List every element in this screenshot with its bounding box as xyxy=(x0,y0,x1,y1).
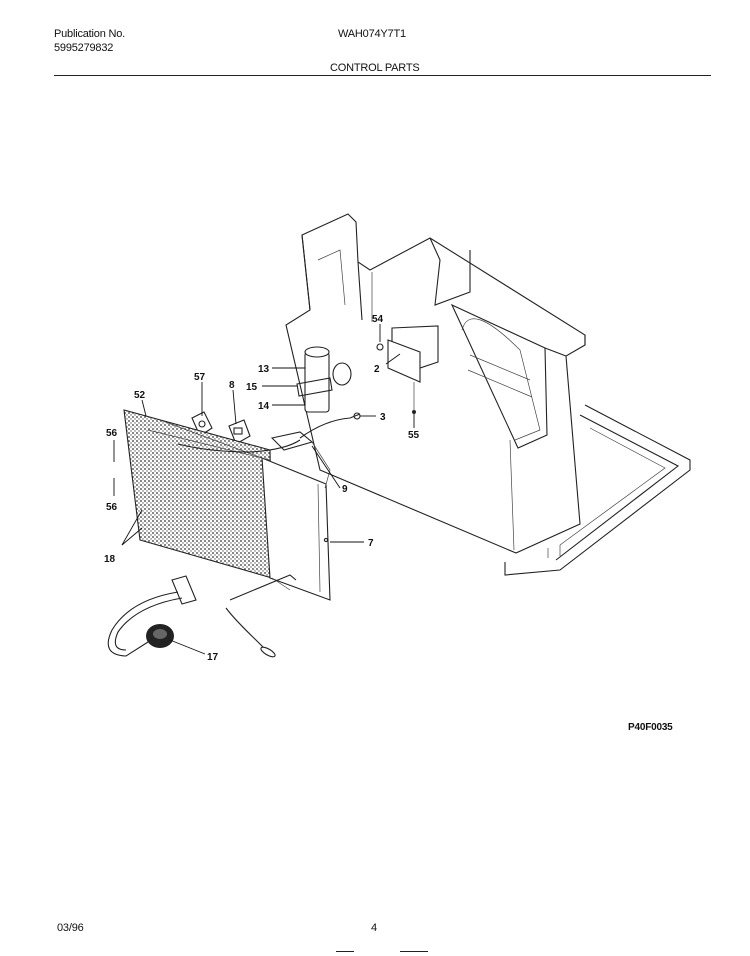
callout-57: 57 xyxy=(194,372,206,383)
wiring-harness xyxy=(177,412,361,489)
header-rule xyxy=(54,75,711,76)
footer-mark-right xyxy=(400,951,428,952)
callout-9: 9 xyxy=(342,484,348,495)
leader-lines xyxy=(113,324,415,655)
page-number: 4 xyxy=(371,922,377,934)
publication-label: Publication No. xyxy=(54,28,125,40)
callout-56-upper: 56 xyxy=(106,428,118,439)
base-pan xyxy=(504,404,691,576)
callout-7: 7 xyxy=(368,538,374,549)
callout-15: 15 xyxy=(246,382,258,393)
callout-14: 14 xyxy=(258,401,270,412)
control-bulkhead xyxy=(285,213,586,554)
callout-54: 54 xyxy=(372,314,384,325)
control-panel xyxy=(123,409,331,601)
callout-56-lower: 56 xyxy=(106,502,118,513)
footer-date: 03/96 xyxy=(57,922,84,934)
callout-17: 17 xyxy=(207,652,219,663)
callout-52: 52 xyxy=(134,390,146,401)
sensing-bulb xyxy=(225,574,297,658)
callout-8: 8 xyxy=(229,380,235,391)
footer-mark-left xyxy=(336,951,354,952)
thermostat-bracket xyxy=(376,325,439,414)
callout-2: 2 xyxy=(374,364,380,375)
callout-55: 55 xyxy=(408,430,420,441)
callout-18: 18 xyxy=(104,554,116,565)
callout-3: 3 xyxy=(380,412,386,423)
power-cord xyxy=(107,575,197,657)
callout-labels: 54 13 15 14 57 8 52 56 56 18 2 3 55 9 7 … xyxy=(104,314,420,663)
figure-code: P40F0035 xyxy=(628,722,673,733)
callout-13: 13 xyxy=(258,364,270,375)
capacitor xyxy=(296,346,352,413)
model-number: WAH074Y7T1 xyxy=(338,28,406,40)
section-title: CONTROL PARTS xyxy=(330,62,420,74)
publication-number: 5995279832 xyxy=(54,42,114,54)
